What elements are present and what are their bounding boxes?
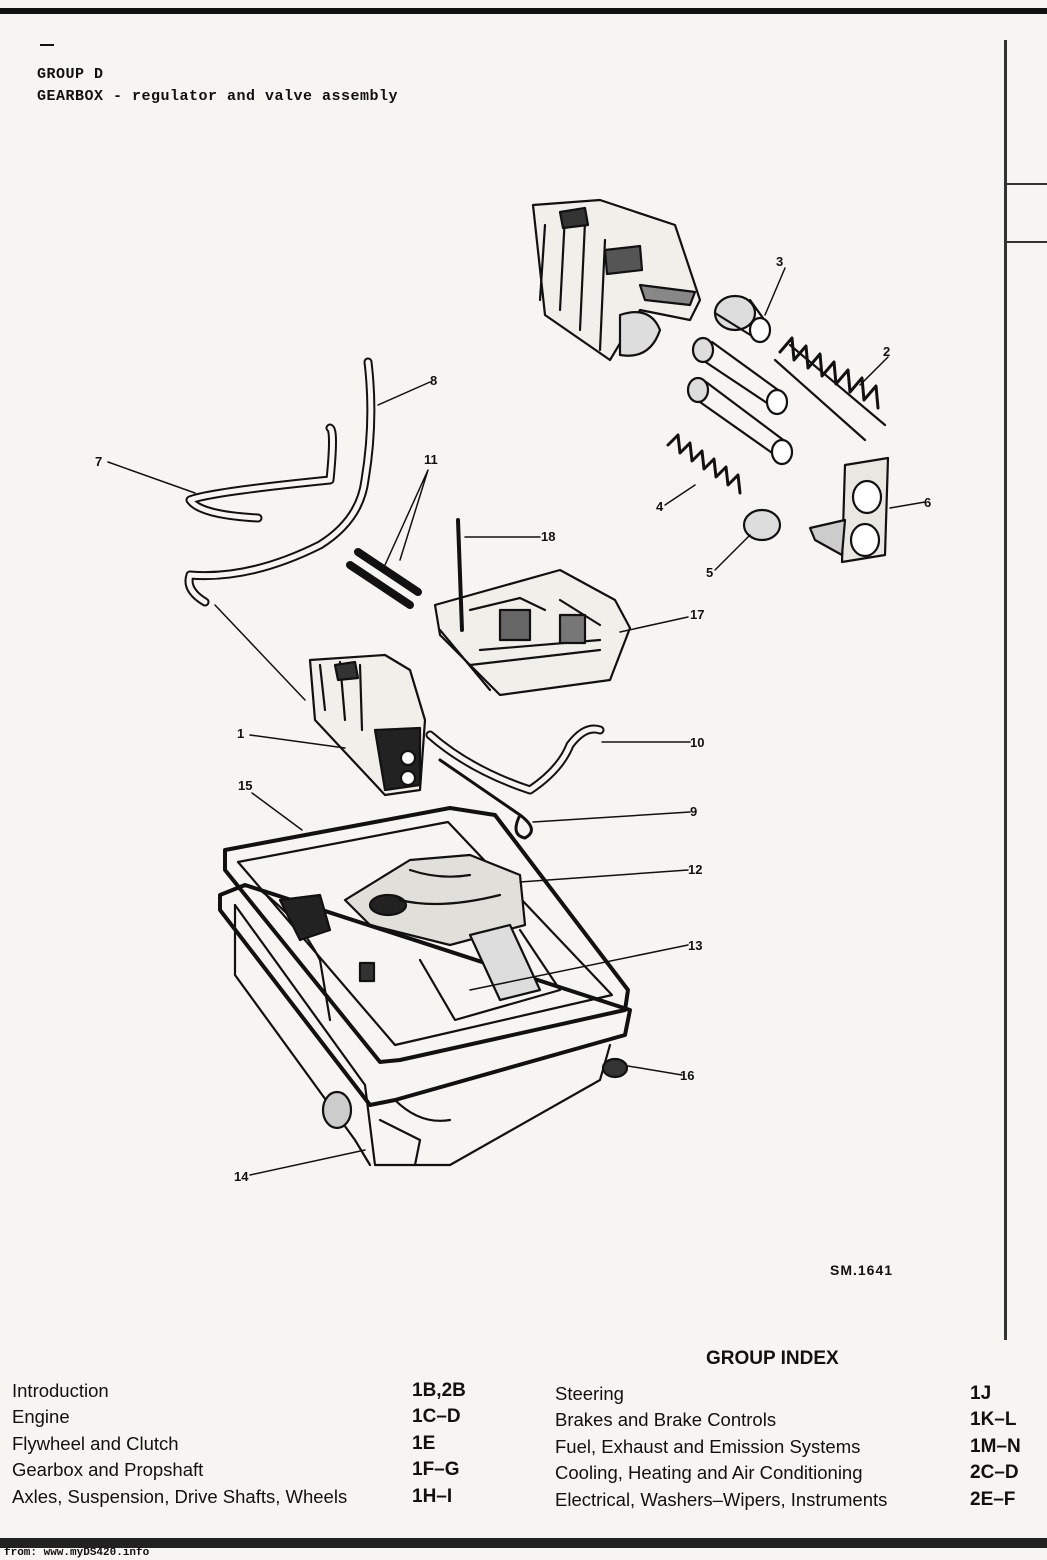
header-dash <box>40 44 54 46</box>
valve-spools <box>666 294 887 542</box>
index-code-cooling[interactable]: 2C–D <box>970 1462 1019 1483</box>
group-index-title: GROUP INDEX <box>706 1348 839 1369</box>
callout-15: 15 <box>238 778 252 793</box>
top-border <box>0 8 1047 14</box>
index-link-fuel[interactable]: Fuel, Exhaust and Emission Systems <box>555 1436 861 1457</box>
index-code-introduction[interactable]: 1B,2B <box>412 1380 466 1401</box>
callout-14: 14 <box>234 1169 249 1184</box>
group-label: GROUP D <box>37 66 104 83</box>
callout-16: 16 <box>680 1068 694 1083</box>
valve-body-upper <box>531 198 702 362</box>
oil-pan <box>218 883 632 1167</box>
callout-9: 9 <box>690 804 697 819</box>
index-code-brakes[interactable]: 1K–L <box>970 1409 1017 1430</box>
index-code-engine[interactable]: 1C–D <box>412 1406 461 1427</box>
callout-10: 10 <box>690 735 704 750</box>
valve-body-lower <box>433 518 632 697</box>
index-code-steering[interactable]: 1J <box>970 1383 992 1404</box>
callout-8: 8 <box>430 373 437 388</box>
dipstick-9 <box>438 758 533 840</box>
spring-2 <box>773 336 887 442</box>
callout-17: 17 <box>690 607 704 622</box>
spring-4 <box>666 433 742 495</box>
separator-plate <box>808 456 890 564</box>
index-link-gearbox[interactable]: Gearbox and Propshaft <box>12 1459 204 1480</box>
exploded-assembly-diagram: 3 2 4 5 6 7 8 11 18 17 1 10 15 9 12 13 1… <box>95 198 931 1184</box>
regulator-body <box>308 653 427 797</box>
index-code-electrical[interactable]: 2E–F <box>970 1489 1016 1510</box>
figure-reference: SM.1641 <box>830 1262 894 1278</box>
callout-5: 5 <box>706 565 713 580</box>
callout-13: 13 <box>688 938 702 953</box>
index-link-flywheel[interactable]: Flywheel and Clutch <box>12 1433 179 1454</box>
callout-12: 12 <box>688 862 702 877</box>
oil-filter <box>343 853 527 947</box>
callout-4: 4 <box>656 499 664 514</box>
callout-7: 7 <box>95 454 102 469</box>
callout-2: 2 <box>883 344 890 359</box>
callout-18: 18 <box>541 529 555 544</box>
margin-tick <box>1004 183 1047 185</box>
callout-11: 11 <box>424 452 438 467</box>
index-link-brakes[interactable]: Brakes and Brake Controls <box>555 1409 777 1430</box>
right-margin-line <box>1004 40 1007 1340</box>
bottom-border <box>0 1538 1047 1548</box>
callout-6: 6 <box>924 495 931 510</box>
index-code-flywheel[interactable]: 1E <box>412 1433 436 1454</box>
index-code-gearbox[interactable]: 1F–G <box>412 1459 460 1480</box>
index-code-fuel[interactable]: 1M–N <box>970 1436 1021 1457</box>
callout-3: 3 <box>776 254 783 269</box>
index-link-cooling[interactable]: Cooling, Heating and Air Conditioning <box>555 1462 863 1483</box>
callout-1: 1 <box>237 726 244 741</box>
index-link-engine[interactable]: Engine <box>12 1406 70 1427</box>
index-link-electrical[interactable]: Electrical, Washers–Wipers, Instruments <box>555 1489 888 1510</box>
index-link-steering[interactable]: Steering <box>555 1383 624 1404</box>
index-code-axles[interactable]: 1H–I <box>412 1486 453 1507</box>
pipe-7 <box>185 423 337 523</box>
page-title: GEARBOX - regulator and valve assembly <box>37 88 399 105</box>
index-link-introduction[interactable]: Introduction <box>12 1380 109 1401</box>
source-footer: from: www.myDS420.info <box>4 1547 150 1559</box>
index-link-axles[interactable]: Axles, Suspension, Drive Shafts, Wheels <box>12 1486 348 1507</box>
margin-tick <box>1004 241 1047 243</box>
